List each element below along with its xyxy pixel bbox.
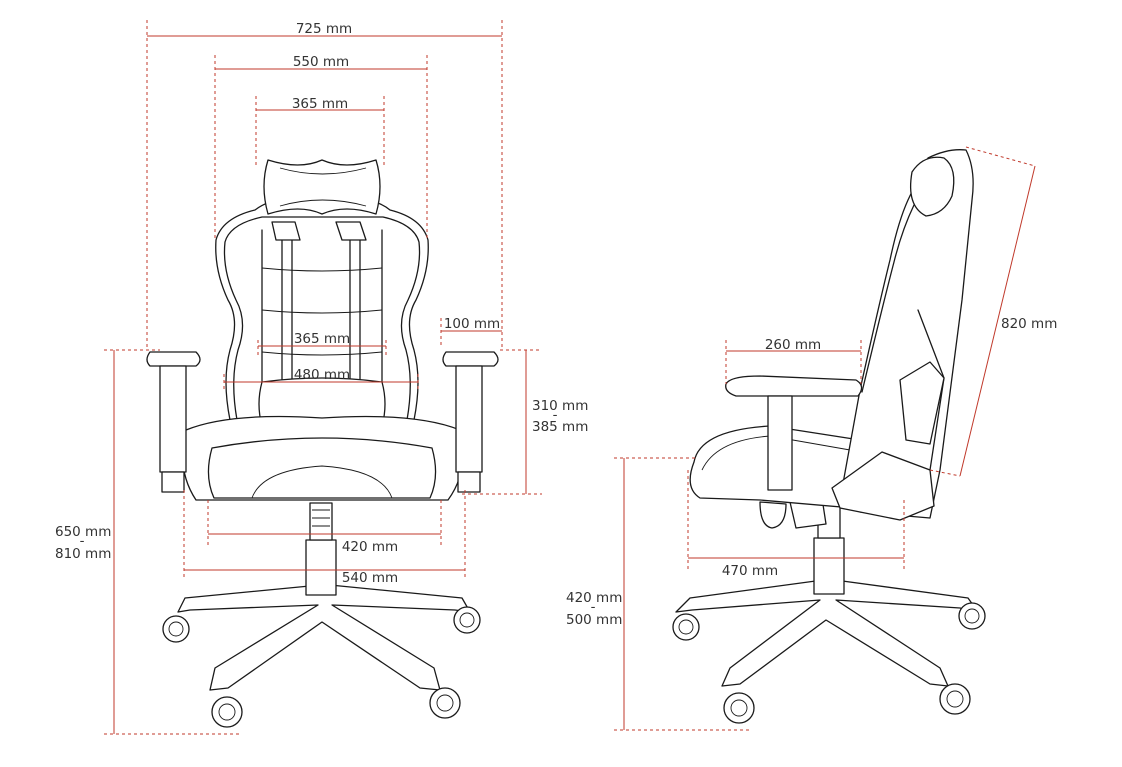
dimension-label: 310 mm: [532, 398, 588, 414]
dimension-label: 480 mm: [294, 367, 350, 383]
dimension-label: 820 mm: [1001, 316, 1057, 332]
dimension-label: 810 mm: [55, 546, 111, 562]
dimension-backrest-inner-width: 480 mm: [223, 367, 419, 392]
dimension-backrest-height: 820 mm: [929, 146, 1057, 477]
dimension-overall-width: 725 mm: [146, 20, 503, 350]
dimension-headrest-width: 365 mm: [255, 96, 385, 166]
dimension-label: 100 mm: [444, 316, 500, 332]
dimension-armrest-length: 260 mm: [725, 337, 862, 384]
dimension-label: 550 mm: [293, 54, 349, 70]
dimension-label: 500 mm: [566, 612, 622, 628]
dimension-seat-depth: 470 mm: [687, 470, 905, 579]
dimension-armrest-width: 100 mm: [440, 316, 502, 346]
dimension-armrest-height: 310 mm - 385 mm: [462, 349, 588, 495]
dimension-seat-height: 420 mm - 500 mm: [566, 457, 752, 731]
dimension-label: -: [80, 533, 85, 549]
caster-wheel: [672, 613, 700, 641]
dimension-label: 365 mm: [292, 96, 348, 112]
dimension-label: -: [553, 407, 558, 423]
side-view-chair: [672, 149, 986, 724]
caster-wheel: [939, 683, 971, 715]
dimension-label: 385 mm: [532, 419, 588, 435]
caster-wheel: [453, 606, 481, 634]
dimension-label: -: [591, 599, 596, 615]
dimension-label: 260 mm: [765, 337, 821, 353]
dimension-label: 420 mm: [342, 539, 398, 555]
dimension-label: 470 mm: [722, 563, 778, 579]
caster-wheel: [429, 687, 461, 719]
dimension-label: 420 mm: [566, 590, 622, 606]
caster-wheel: [958, 602, 986, 630]
dimension-label: 365 mm: [294, 331, 350, 347]
caster-wheel: [162, 615, 190, 643]
dimension-seat-width: 420 mm: [207, 500, 442, 555]
dimension-backrest-width: 550 mm: [214, 54, 428, 240]
dimension-label: 650 mm: [55, 524, 111, 540]
front-view-chair: [146, 159, 499, 728]
caster-wheel: [723, 692, 755, 724]
dimension-label: 540 mm: [342, 570, 398, 586]
dimension-lumbar-width: 365 mm: [257, 331, 387, 356]
dimension-overall-height: 650 mm - 810 mm: [55, 349, 240, 735]
caster-wheel: [211, 696, 243, 728]
dimension-label: 725 mm: [296, 21, 352, 37]
dimension-base-width: 540 mm: [183, 490, 466, 586]
